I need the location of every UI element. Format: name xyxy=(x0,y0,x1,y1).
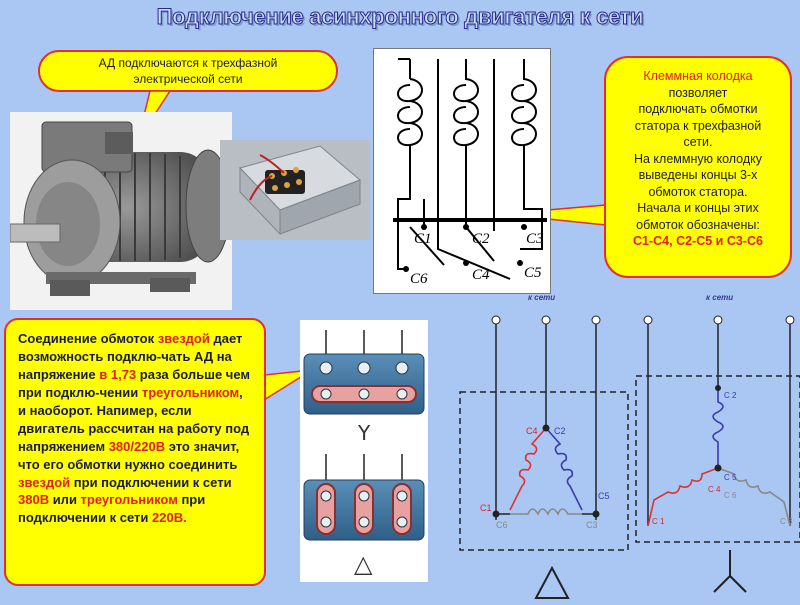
delta-label-c1: С1 xyxy=(480,503,492,513)
text-ratio: в 1,73 xyxy=(99,366,137,382)
callout-right-line-6: обмоток статора. xyxy=(648,184,748,199)
star-symbol: Y xyxy=(357,421,371,445)
callout-right-line-0: позволяет xyxy=(668,85,728,100)
label-c3: С3 xyxy=(526,231,544,247)
callout-top-line1: АД подключаются к трехфазной xyxy=(98,56,278,70)
text-5: это значит, что его обмотки нужно соедин… xyxy=(18,438,240,472)
winding-schematic: С1 С2 С3 С6 С4 С5 xyxy=(373,48,551,294)
motor-photo xyxy=(10,112,232,310)
callout-right-line-4: На клеммную колодку xyxy=(633,151,763,166)
callout-three-phase-info: АД подключаются к трехфазной электрическ… xyxy=(38,50,338,92)
text-star: звездой xyxy=(157,331,210,346)
star-label-c3: С 3 xyxy=(780,517,793,526)
text-7: или xyxy=(49,492,81,508)
star-label-c5: С 5 xyxy=(724,473,737,482)
delta-label-c4: С4 xyxy=(526,426,538,436)
star-label-c4: С 4 xyxy=(708,485,721,494)
text-220: 220В. xyxy=(152,510,187,526)
delta-label-c6: С6 xyxy=(496,520,508,530)
callout-right-line-8: обмоток обозначены: xyxy=(636,217,760,232)
text-voltage: 380/220В xyxy=(108,438,166,454)
delta-dashed-box xyxy=(459,391,629,551)
text-380: 380В xyxy=(18,492,50,508)
callout-right-line-2: статора к трехфазной xyxy=(634,118,762,133)
callout-right-lead: Клеммная колодка xyxy=(643,69,753,83)
text-6: при подключении к сети xyxy=(70,474,232,490)
text-8: при подключении к сети xyxy=(18,492,206,526)
label-c5: С5 xyxy=(524,265,542,281)
star-mains-label: к сети xyxy=(706,293,733,302)
text-triangle: треугольником xyxy=(141,384,240,400)
star-winding-gray xyxy=(717,467,791,527)
delta-winding-red xyxy=(509,427,547,511)
label-c6: С6 xyxy=(410,271,428,287)
star-label-c6: С 6 xyxy=(724,491,737,500)
text-3: раза больше чем при подклю-чении xyxy=(18,366,251,400)
callout-terminal-block: Клеммная колодка позволяет подключать об… xyxy=(604,56,792,278)
delta-label-c5: С5 xyxy=(598,491,610,501)
star-winding-blue xyxy=(712,388,724,468)
star-label-c2: С 2 xyxy=(724,391,737,400)
delta-winding-blue xyxy=(545,427,583,511)
star-symbol-large xyxy=(713,550,747,593)
callout-right-line-3: сети. xyxy=(683,135,713,149)
text-triangle2: треугольником xyxy=(80,492,178,508)
terminal-jumper-panel: Y △ xyxy=(300,320,428,582)
delta-mains-label: к сети xyxy=(528,293,555,302)
delta-symbol-large xyxy=(534,565,570,599)
callout-right-line-1: подключать обмотки xyxy=(638,102,758,116)
terminal-box-photo xyxy=(220,140,370,240)
text-4: , и наоборот. Напимер, если двигатель ра… xyxy=(18,384,250,454)
label-c2: С2 xyxy=(472,231,490,247)
callout-right-labels: С1-С4, С2-С5 и С3-С6 xyxy=(633,234,763,248)
callout-top-line2: электрической сети xyxy=(133,71,243,86)
delta-label-c2: С2 xyxy=(554,426,566,436)
delta-symbol: △ xyxy=(354,550,373,578)
text-star2: звездой xyxy=(18,474,71,490)
callout-connection-explanation: Соединение обмоток звездой дает возможно… xyxy=(4,318,266,586)
callout-right-line-5: выведены концы 3-х xyxy=(638,168,758,182)
text-2: дает возможность подклю-чать АД на напря… xyxy=(18,331,243,382)
callout-right-line-7: Начала и концы этих xyxy=(637,201,759,215)
label-c4: С4 xyxy=(472,267,490,283)
delta-label-c3: С3 xyxy=(586,520,598,530)
delta-winding-gray xyxy=(510,508,582,516)
text-1: Соединение обмоток xyxy=(18,331,158,346)
connection-circuits: к сети С4 С2 С1 С5 С6 С3 к сети xyxy=(440,292,800,600)
page-title: Подключение асинхронного двигателя к сет… xyxy=(156,4,644,30)
star-label-c1: С 1 xyxy=(652,517,665,526)
label-c1: С1 xyxy=(414,231,432,247)
star-dashed-box xyxy=(635,375,800,543)
star-winding-red xyxy=(647,467,719,527)
